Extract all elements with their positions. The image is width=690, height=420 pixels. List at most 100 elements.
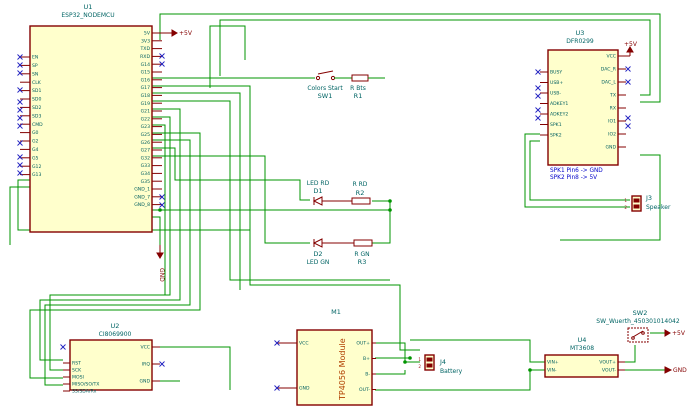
pin-label: MISO/SO/TX	[72, 382, 99, 388]
pin-label: G33	[141, 163, 150, 169]
pin-label: G22	[141, 116, 150, 122]
j3-value: Speaker	[646, 204, 671, 211]
wire-gnd-7	[152, 216, 161, 245]
u1-right-pins: 5V3V3TXDRXDG14G15G16G17G18G19G21G22G23G2…	[134, 31, 162, 208]
u2-ref: U2	[111, 322, 120, 330]
junction	[403, 360, 407, 364]
sw1-value: Colors Start	[307, 85, 343, 92]
power-5v-sw2-label: +5V	[672, 330, 686, 337]
component-u1[interactable]: U1 ESP32_NODEMCU ENSPSNCLKSD1SD0SD2SD3CM…	[20, 3, 162, 233]
component-d2[interactable]: D2 LED GN	[307, 238, 354, 266]
pin-label: G17	[141, 85, 150, 91]
power-5v-u1: +5V	[152, 29, 193, 37]
component-sw2[interactable]: SW2 SW_Wuerth_450301014042	[596, 309, 680, 343]
wire-g25-led	[152, 147, 310, 201]
no-connect-mark	[625, 66, 631, 72]
pin-label: VCC	[299, 341, 309, 347]
u3-body	[547, 49, 619, 166]
wire-m1-outp	[375, 342, 420, 363]
pin-label: G14	[141, 62, 150, 68]
wire-top-1	[159, 13, 661, 103]
pin-label: G13	[32, 172, 41, 178]
component-j3[interactable]: 1 2 J3 Speaker	[624, 194, 671, 212]
pin-label: G23	[141, 124, 150, 130]
pin-label: IO2	[608, 132, 616, 138]
pin-label: USB+	[550, 80, 563, 86]
pin-label: ADKEY2	[550, 112, 568, 118]
no-connect-mark	[159, 202, 165, 208]
component-u4[interactable]: U4 MT3608 VIN+VIN- VOUT+VOUT-	[544, 336, 625, 378]
m1-value: TP4056 Module	[338, 338, 347, 401]
wire-top-3	[209, 25, 246, 88]
no-connect-mark	[274, 340, 280, 346]
svg-text:2: 2	[624, 205, 627, 210]
pin-label: SS/SDA/Rx	[72, 389, 97, 395]
pin-label: G25	[141, 132, 150, 138]
no-connect-mark	[17, 62, 23, 68]
component-r3[interactable]: R GN R3	[353, 239, 373, 266]
wire-u3-gnd	[560, 154, 661, 241]
pin-label: VCC	[606, 54, 616, 60]
power-5v-u3-label: +5V	[624, 41, 638, 48]
wire-g16	[152, 92, 241, 290]
pin-label: G21	[141, 109, 150, 115]
j3-body	[631, 195, 642, 212]
wire-u4-vout-p	[625, 345, 636, 363]
junction	[388, 199, 392, 203]
u3-value: DFR0299	[566, 38, 594, 45]
u4-ref: U4	[578, 336, 587, 344]
no-connect-mark	[274, 385, 280, 391]
wire-g18	[39, 108, 181, 361]
svg-text:2: 2	[418, 364, 421, 369]
pin-label: SCK	[72, 368, 82, 374]
pin-label: GND_8	[134, 202, 150, 208]
wire-g15	[152, 85, 420, 351]
power-5v-sw2: +5V	[664, 329, 686, 337]
wires	[9, 13, 665, 391]
no-connect-mark	[159, 194, 165, 200]
pin-label: SD1	[32, 88, 41, 94]
pin-label: TXD	[140, 46, 151, 52]
no-connect-mark	[17, 54, 23, 60]
pin-label: SD2	[32, 105, 41, 111]
pin-label: 3V3	[141, 38, 150, 44]
pin-label: DAC_L	[601, 80, 616, 86]
component-d1[interactable]: LED RD D1	[307, 180, 352, 206]
pin-label: EN	[32, 55, 38, 61]
no-connect-mark	[17, 87, 23, 93]
no-connect-mark	[159, 61, 165, 67]
component-sw1[interactable]: Colors Start SW1	[307, 70, 343, 100]
pin-label: SPK1	[550, 122, 562, 128]
r3-value: R GN	[354, 251, 369, 258]
sw2-ref: SW2	[633, 309, 648, 317]
junctions	[158, 199, 532, 372]
component-r1[interactable]: R Bts R1	[350, 74, 385, 100]
r3-ref: R3	[358, 258, 367, 266]
component-u2[interactable]: U2 CI8069900 RSTSCKMOSIMISO/SO/TXSS/SDA/…	[63, 322, 160, 395]
m1-ref: M1	[331, 308, 341, 316]
svg-text:1: 1	[418, 357, 421, 362]
u4-value: MT3608	[570, 345, 594, 352]
no-connect-markers	[17, 53, 631, 391]
no-connect-mark	[159, 361, 165, 367]
pin-label: 5V	[144, 31, 151, 37]
component-r2[interactable]: R RD R2	[351, 181, 371, 205]
pin-label: TX	[609, 93, 616, 99]
no-connect-mark	[17, 123, 23, 129]
junction	[388, 208, 392, 212]
pin-label: G34	[141, 171, 150, 177]
component-u3[interactable]: U3 DFR0299 BUSYUSB+USB-ADKEY1ADKEY2SPK1S…	[540, 29, 626, 181]
note-spk1: SPK1 Pin6 -> GND	[550, 168, 603, 174]
pin-label: G0	[32, 130, 39, 136]
no-connect-mark	[17, 107, 23, 113]
component-j4[interactable]: 1 2 J4 Battery	[418, 354, 463, 375]
power-5v-label: +5V	[179, 30, 193, 37]
no-connect-mark	[17, 115, 23, 121]
no-connect-mark	[625, 79, 631, 85]
r2-ref: R2	[356, 189, 365, 197]
wire-g26	[152, 155, 310, 244]
